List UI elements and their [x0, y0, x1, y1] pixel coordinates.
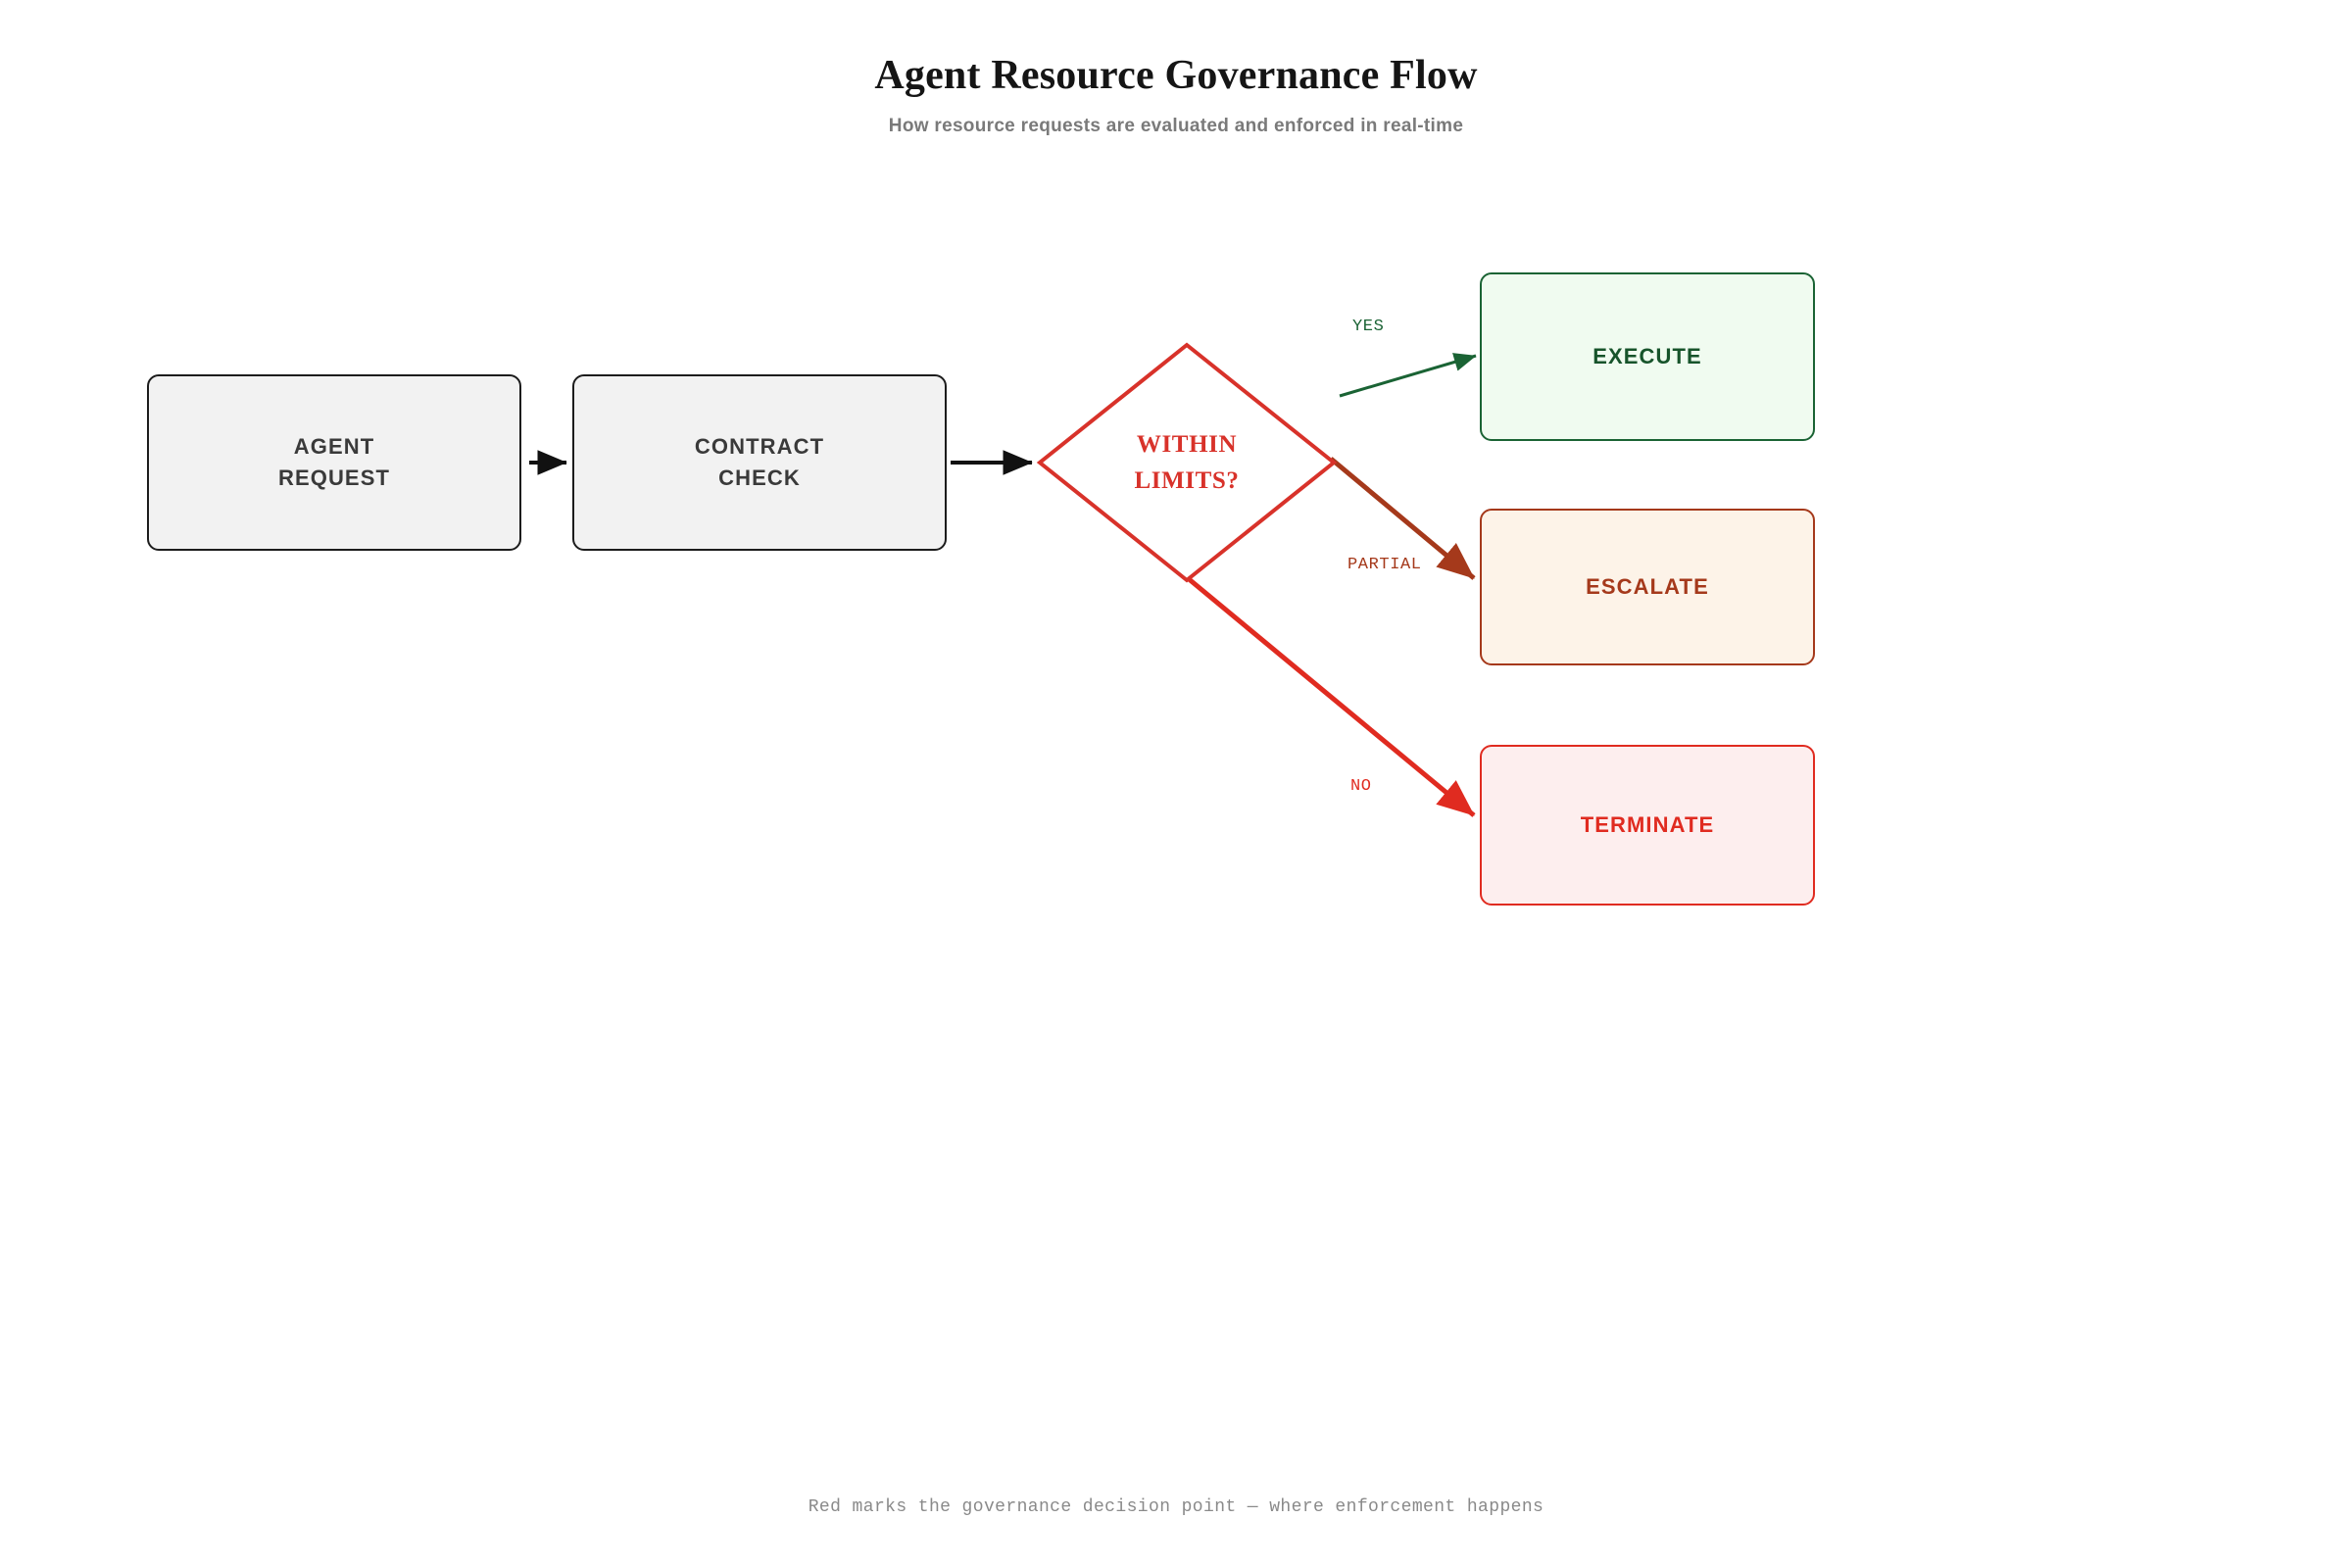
node-terminate[interactable]: TERMINATE	[1480, 745, 1815, 906]
node-contract-check-line2: CHECK	[718, 466, 801, 490]
page-title: Agent Resource Governance Flow	[874, 53, 1478, 98]
edge-label-no: NO	[1350, 777, 1372, 796]
edge-decision-to-execute	[1339, 353, 1477, 398]
node-agent-request-line2: REQUEST	[277, 466, 391, 490]
edge-label-partial: PARTIAL	[1348, 556, 1422, 574]
footer-note: Red marks the governance decision point …	[808, 1497, 1544, 1517]
node-decision-within-limits[interactable]: WITHIN LIMITS?	[1040, 345, 1334, 580]
node-execute[interactable]: EXECUTE	[1480, 272, 1815, 441]
page-subtitle: How resource requests are evaluated and …	[888, 116, 1464, 137]
node-contract-check-line1: CONTRACT	[694, 434, 825, 460]
node-agent-request-line1: AGENT	[293, 434, 375, 460]
node-execute-label: EXECUTE	[1592, 344, 1702, 369]
node-terminate-label: TERMINATE	[1580, 812, 1715, 838]
edge-label-yes: YES	[1352, 318, 1385, 336]
node-escalate-label: ESCALATE	[1586, 574, 1709, 600]
diagram-header: Agent Resource Governance Flow How resou…	[0, 0, 2352, 137]
node-contract-check[interactable]: CONTRACT CHECK	[572, 374, 947, 551]
node-agent-request[interactable]: AGENT REQUEST	[147, 374, 521, 551]
node-escalate[interactable]: ESCALATE	[1480, 509, 1815, 665]
decision-label: WITHIN LIMITS?	[1040, 345, 1334, 580]
edge-decision-to-terminate	[1186, 576, 1476, 817]
node-decision-line1: WITHIN	[1136, 430, 1238, 458]
node-decision-line2: LIMITS?	[1134, 467, 1240, 494]
